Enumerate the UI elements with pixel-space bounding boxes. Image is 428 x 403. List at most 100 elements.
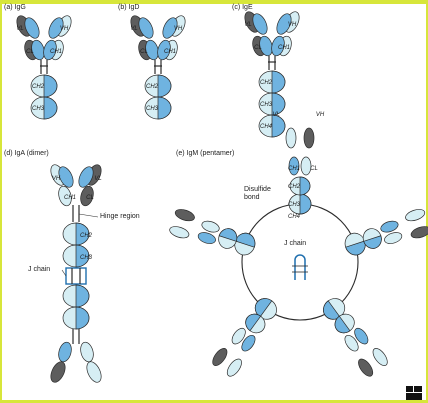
igg-molecule-label-ch1: CH1: [50, 49, 62, 55]
igm-unit5-v-a: [174, 209, 195, 222]
ige-molecule-label-ch2: CH2: [260, 80, 273, 86]
frame-top: [0, 0, 428, 4]
iga-label-vh: VH: [52, 176, 61, 182]
iga-label-ch3: CH3: [80, 255, 93, 261]
igm-unit1-v-a: [303, 127, 315, 149]
igm-unit4-c-a: [231, 327, 246, 345]
ige-molecule-label-cl: CL: [254, 45, 262, 51]
igm-unit3-c-a: [344, 334, 359, 352]
panel-label-iga: (d) IgA (dimer): [4, 150, 49, 157]
igm-unit4-ch-mid-blue: [245, 313, 262, 332]
igm-unit2-ch-inner-blue: [345, 240, 366, 256]
igg-molecule-label-ch2: CH2: [32, 84, 45, 90]
frame-left: [0, 0, 2, 403]
igg-molecule-ch1-right: [43, 39, 57, 61]
igm-unit1-c-b: [288, 156, 300, 176]
igm-unit2-c-a: [384, 232, 403, 244]
iga-ch2-bottom-blue: [75, 306, 90, 330]
iga-vh-left: [58, 166, 74, 188]
iga-label-vl: VL: [94, 176, 101, 182]
igm-unit2-ch-mid-blue: [363, 235, 382, 249]
igm-unit4-v-b: [226, 358, 242, 377]
ige-molecule-ch1-left: [259, 35, 273, 57]
igd-molecule-label-vh: VH: [174, 26, 183, 32]
igm-unit5-c-b: [197, 232, 216, 244]
iga-hinge-leader: [78, 213, 99, 218]
publisher-logo-icon: [406, 386, 422, 400]
igg-molecule-label-cl: CL: [26, 49, 34, 55]
frame-right: [426, 0, 428, 403]
igm-label-ch2: CH2: [288, 184, 301, 190]
igm-j-chain: [294, 254, 306, 280]
igd-molecule-vh-left: [138, 17, 154, 39]
igm-unit5-ch-inner-blue: [234, 232, 256, 248]
igm-unit5-v-b: [169, 226, 190, 239]
igm-unit1-ch-inner-blue: [299, 193, 312, 215]
igm-unit2-c-b: [380, 220, 399, 233]
igm-label-cl: CL: [310, 166, 318, 172]
igm-unit3-c-b: [354, 327, 369, 345]
frame-bottom: [0, 400, 428, 403]
igm-unit5-ch-mid-blue: [218, 228, 238, 242]
panel-label-igd: (b) IgD: [118, 4, 140, 11]
iga-cl-right: [80, 185, 94, 207]
igm-unit5-c-a: [201, 220, 220, 233]
igm-unit1-v-b: [285, 127, 297, 149]
igm-unit2-v-a: [410, 226, 428, 239]
igg-molecule-label-vh: VH: [60, 26, 69, 32]
hinge-region-callout: Hinge region: [100, 213, 140, 220]
iga-vh-right: [78, 166, 94, 188]
ige-molecule-vh-left: [252, 13, 268, 35]
igd-molecule-ch1-left: [145, 39, 159, 61]
igm-unit3-ch-inner-blue: [323, 300, 341, 320]
igm-unit3-v-b: [372, 348, 388, 366]
iga-ch3-top-blue: [75, 244, 90, 268]
iga-cl-left: [58, 185, 72, 207]
panel-label-igg: (a) IgG: [4, 4, 26, 11]
ige-molecule-ch3-blue: [271, 92, 286, 116]
igg-molecule-vh-left: [24, 17, 40, 39]
iga-ch1-bottom-left: [58, 341, 72, 363]
iga-v-bottom-right: [86, 361, 102, 383]
igd-molecule-label-vl: VL: [130, 26, 137, 32]
ige-molecule-label-ch3: CH3: [260, 102, 273, 108]
igm-label-ch3: CH3: [288, 202, 301, 208]
panel-label-ige: (c) IgE: [232, 4, 253, 11]
iga-v-bottom-left: [50, 361, 66, 383]
iga-ch3-bottom-blue: [75, 284, 90, 308]
igd-molecule-label-ch2: CH2: [146, 84, 159, 90]
j-chain-callout-iga: J chain: [28, 266, 51, 273]
igm-unit4-ch-inner-blue: [254, 298, 273, 318]
iga-label-ch2: CH2: [80, 233, 93, 239]
ige-molecule-ch1-right: [271, 35, 285, 57]
ige-molecule-vh-right: [276, 13, 292, 35]
igm-unit3-ch-mid-blue: [334, 315, 351, 334]
igm-label-ch4: CH4: [288, 214, 301, 220]
igd-molecule-label-ch1: CH1: [164, 49, 176, 55]
igm-label-ch1: CH1: [288, 166, 300, 172]
igd-molecule-label-ch3: CH3: [146, 106, 159, 112]
ige-molecule-label-vl: VL: [244, 22, 251, 28]
ige-molecule-label-ch4: CH4: [260, 124, 273, 130]
igg-molecule-label-vl: VL: [16, 26, 23, 32]
igm-unit1-ch-mid-blue: [299, 176, 311, 196]
ige-molecule-ch4-blue: [271, 114, 286, 138]
igg-molecule-ch1-left: [31, 39, 45, 61]
iga-ch1-bottom-right: [80, 341, 94, 363]
iga-j-leader: [61, 269, 67, 277]
igg-molecule-label-ch3: CH3: [32, 106, 45, 112]
igd-molecule-ch2-blue: [157, 74, 172, 98]
igm-unit3-v-a: [358, 358, 374, 377]
igd-molecule-label-cl: CL: [140, 49, 148, 55]
iga-label-cl: CL: [86, 195, 94, 201]
igm-label-vh: VH: [316, 112, 325, 118]
igg-molecule-vh-right: [48, 17, 64, 39]
igd-molecule-ch3-blue: [157, 96, 172, 120]
iga-j-chain: [65, 267, 87, 285]
